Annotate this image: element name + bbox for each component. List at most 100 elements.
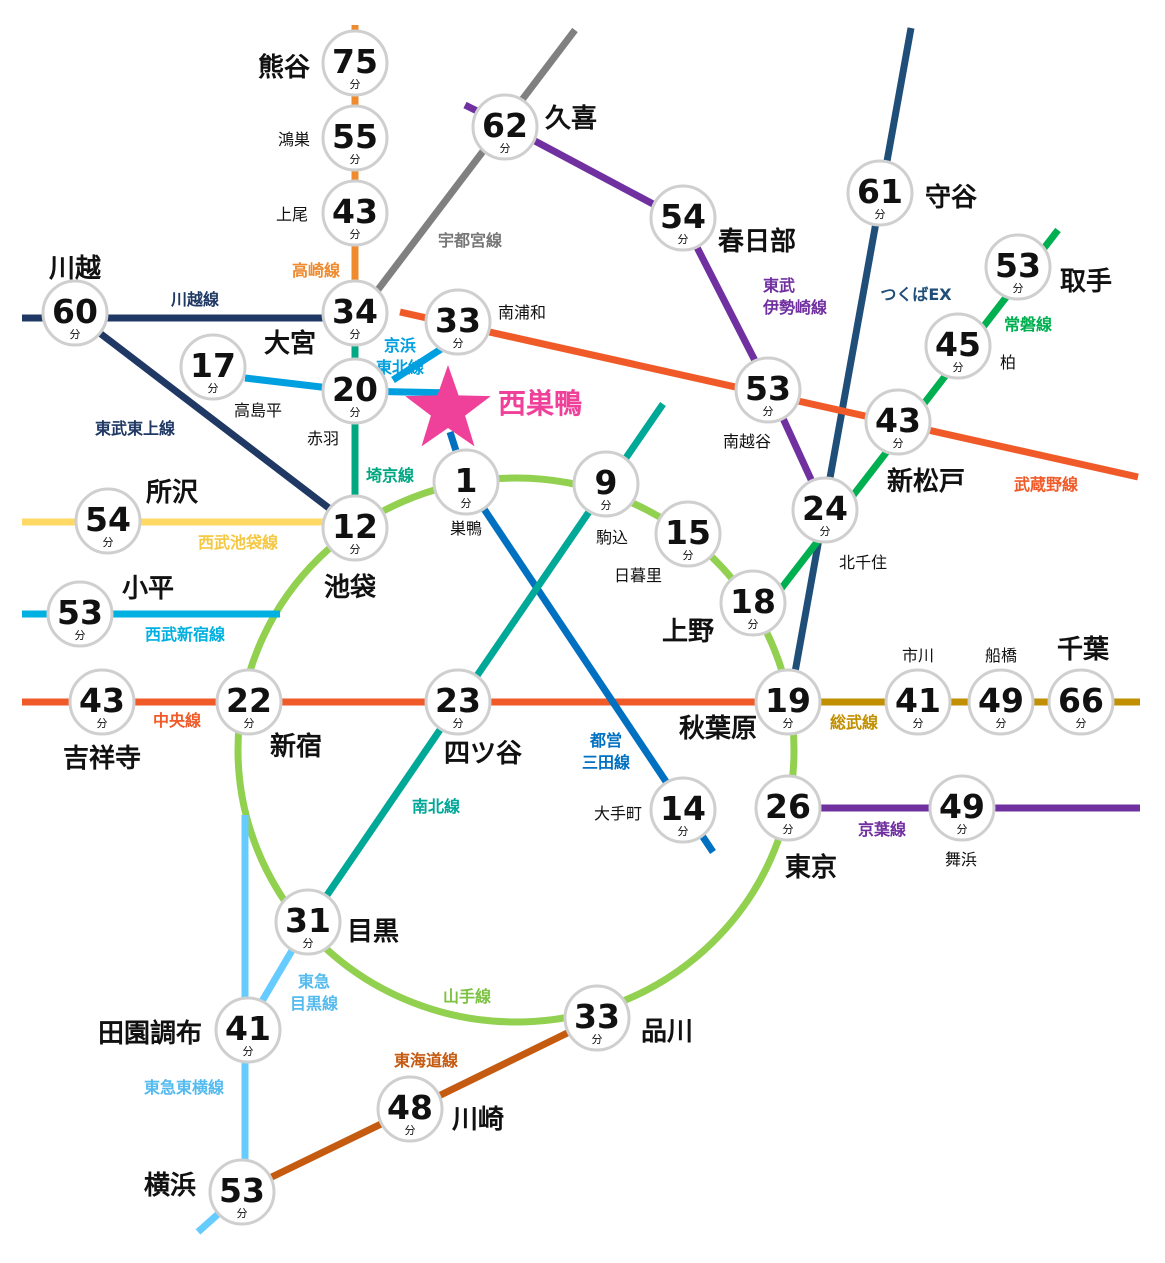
line-label-seibuikebukuro: 西武池袋線 [198, 533, 278, 552]
station-minutes: 43 [79, 681, 125, 720]
station-minutes: 53 [219, 1171, 265, 1210]
station-8[interactable]: 53分取手 [984, 233, 1112, 301]
minute-unit: 分 [350, 78, 361, 91]
minute-unit: 分 [243, 1045, 254, 1058]
station-minutes: 61 [857, 172, 903, 211]
station-minutes: 41 [225, 1009, 271, 1048]
line-label-tobutojo: 東武東上線 [95, 419, 175, 438]
line-label-keihintohoku: 京浜東北線 [376, 336, 424, 377]
minute-unit: 分 [678, 233, 689, 246]
station-name: 舞浜 [945, 850, 977, 869]
minute-unit: 分 [913, 717, 924, 730]
station-minutes: 23 [435, 681, 481, 720]
station-circle [179, 333, 247, 401]
station-circle [321, 179, 389, 247]
station-circle [46, 580, 114, 648]
station-name: 市川 [902, 646, 934, 665]
station-name: 田園調布 [98, 1018, 202, 1049]
station-name: 池袋 [324, 573, 377, 603]
line-label-tobuisesaki: 東武伊勢崎線 [762, 276, 827, 317]
minute-unit: 分 [953, 361, 964, 374]
station-minutes: 18 [730, 582, 776, 621]
station-name: 横浜 [144, 1171, 196, 1201]
minute-unit: 分 [748, 618, 759, 631]
line-label-tokyumeguro: 東急目黒線 [290, 972, 338, 1013]
minute-unit: 分 [763, 405, 774, 418]
station-name: 千葉 [1057, 635, 1110, 665]
station-minutes: 48 [387, 1088, 433, 1127]
station-minutes: 75 [332, 42, 378, 81]
station-circle [432, 448, 500, 516]
line-label-saikyo: 埼京線 [366, 466, 414, 485]
line-label-musashino: 武蔵野線 [1014, 475, 1078, 494]
station-minutes: 54 [85, 500, 131, 539]
station-minutes: 12 [332, 507, 378, 546]
station-36[interactable]: 48分川崎 [376, 1075, 504, 1143]
station-circle [984, 233, 1052, 301]
station-circle [214, 996, 282, 1064]
station-circle [68, 668, 136, 736]
line-label-kawagoe: 川越線 [170, 290, 219, 309]
stations: 75分熊谷 55分鴻巣 43分上尾 34分大宮 60分川越 62分久喜 54分春日部 61分守… [41, 29, 1115, 1226]
line-label-nanboku: 南北線 [412, 797, 460, 816]
station-circle [321, 104, 389, 172]
station-9[interactable]: 45分柏 [924, 312, 1016, 380]
station-circle [928, 774, 996, 842]
minute-unit: 分 [820, 525, 831, 538]
station-minutes: 20 [332, 370, 378, 409]
station-6[interactable]: 54分春日部 [649, 184, 796, 257]
station-minutes: 15 [665, 513, 711, 552]
minute-unit: 分 [783, 717, 794, 730]
minute-unit: 分 [350, 228, 361, 241]
station-minutes: 53 [995, 246, 1041, 285]
line-label-keiyo: 京葉線 [858, 820, 906, 839]
origin-star-icon [405, 365, 491, 447]
minute-unit: 分 [592, 1033, 603, 1046]
line-label-tsukuba: つくばEX [880, 285, 952, 304]
minute-unit: 分 [350, 328, 361, 341]
station-name: 赤羽 [307, 429, 339, 448]
station-name: 久喜 [545, 104, 597, 134]
station-35[interactable]: 41分 田園調布 [98, 996, 282, 1064]
station-minutes: 33 [574, 997, 620, 1036]
station-34[interactable]: 33分品川 [563, 984, 693, 1052]
minute-unit: 分 [957, 823, 968, 836]
station-name: 所沢 [146, 478, 199, 508]
station-circle [424, 288, 492, 356]
station-33[interactable]: 31分目黒 [274, 888, 399, 956]
station-circle [274, 888, 342, 956]
station-circle [649, 184, 717, 252]
station-minutes: 33 [435, 301, 481, 340]
